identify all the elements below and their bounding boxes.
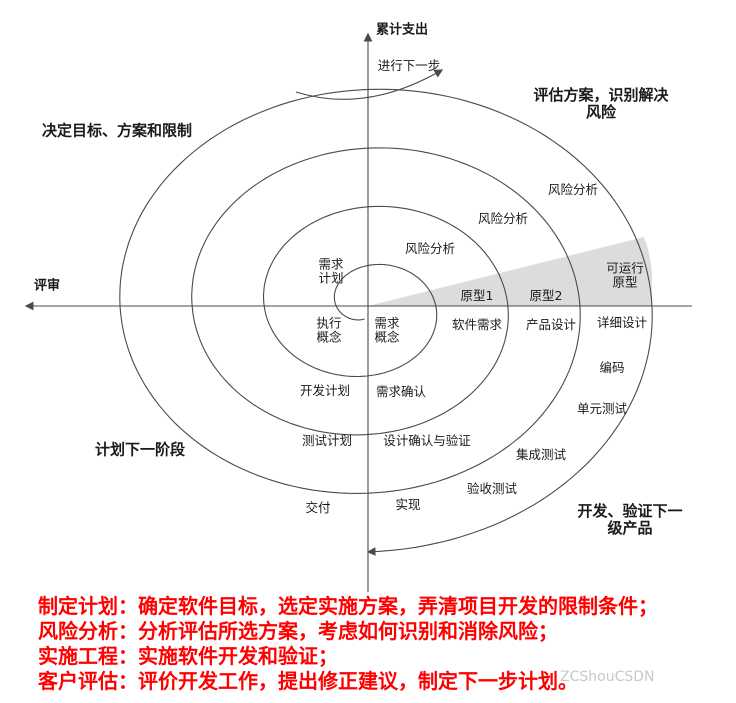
- direction-arrow: [295, 69, 444, 100]
- product-design: 产品设计: [525, 316, 577, 332]
- prototype-2: 原型2: [529, 287, 563, 303]
- legend-line-4: 客户评估：评价开发工作，提出修正建议，制定下一步计划。: [38, 669, 578, 693]
- detailed-design: 详细设计: [596, 314, 648, 330]
- legend-line-1: 制定计划：确定软件目标，选定实施方案，弄清项目开发的限制条件；: [38, 594, 658, 618]
- test-plan: 测试计划: [301, 432, 353, 448]
- implementation: 实现: [395, 496, 421, 512]
- requirements-plan: 需求 计划: [318, 256, 344, 286]
- software-requirements: 软件需求: [451, 316, 503, 332]
- operation-concept: 执行 概念: [316, 315, 342, 345]
- quadrant-develop-verify: 开发、验证下一级产品: [577, 501, 683, 537]
- legend-line-2: 风险分析：分析评估所选方案，考虑如何识别和消除风险；: [38, 619, 558, 643]
- x-axis-label: 评审: [33, 278, 61, 294]
- watermark: ZCShouCSDN: [560, 669, 655, 685]
- risk-analysis-outer: 风险分析: [547, 181, 599, 197]
- quadrant-determine-objectives: 决定目标、方案和限制: [41, 121, 193, 140]
- legend-line-3: 实施工程：实施软件开发和验证；: [38, 644, 338, 668]
- risk-analysis-middle: 风险分析: [477, 210, 529, 226]
- delivery: 交付: [305, 499, 331, 515]
- quadrant-evaluate-risks: 评估方案，识别解决风险: [533, 85, 669, 121]
- risk-analysis-inner: 风险分析: [404, 240, 456, 256]
- requirements-validation: 需求确认: [375, 383, 427, 399]
- design-validation-verification: 设计确认与验证: [383, 432, 471, 448]
- legend: 制定计划：确定软件目标，选定实施方案，弄清项目开发的限制条件；风险分析：分析评估…: [38, 594, 658, 694]
- development-plan: 开发计划: [299, 382, 351, 398]
- requirements-concept: 需求 概念: [374, 315, 400, 345]
- y-axis-label: 累计支出: [375, 22, 429, 38]
- quadrant-plan-next-phase: 计划下一阶段: [94, 440, 186, 459]
- prototype-1: 原型1: [460, 287, 494, 303]
- spiral-curve: [119, 88, 653, 556]
- unit-test: 单元测试: [576, 400, 628, 416]
- coding: 编码: [599, 359, 625, 375]
- next-step-label: 进行下一步: [377, 57, 441, 73]
- acceptance-test: 验收测试: [466, 480, 518, 496]
- operational-prototype-wedge: [368, 237, 652, 306]
- operational-prototype: 可运行 原型: [606, 260, 644, 290]
- integration-test: 集成测试: [515, 446, 567, 462]
